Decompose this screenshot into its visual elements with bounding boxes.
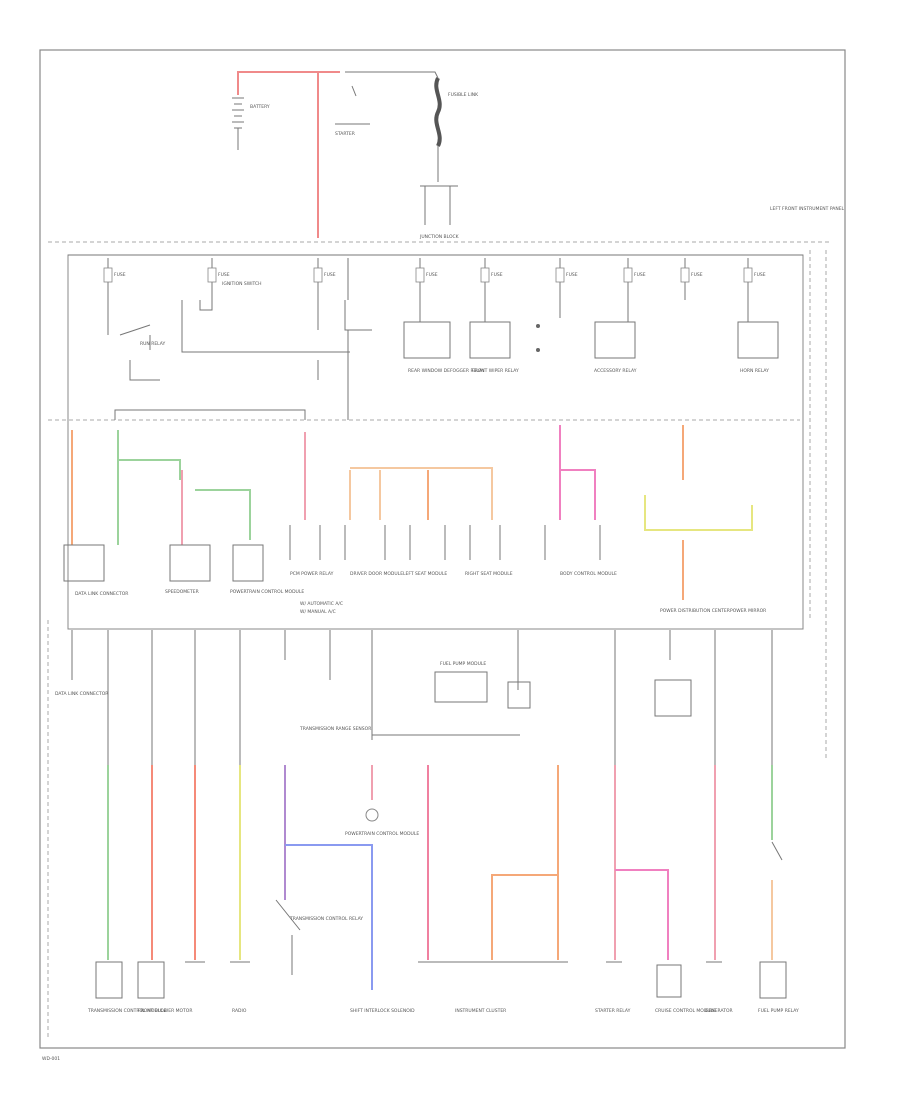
- driver-door-module-label: DRIVER DOOR MODULE: [350, 571, 403, 577]
- fuse-label: FUSE: [324, 272, 336, 278]
- accessory-relay-label: ACCESSORY RELAY: [594, 368, 637, 374]
- fusible-link-icon: [434, 77, 442, 182]
- pcm-label-2: POWERTRAIN CONTROL MODULE: [345, 831, 419, 837]
- horn-relay-label: HORN RELAY: [740, 368, 769, 374]
- front-wiper-relay-label: FRONT WIPER RELAY: [472, 368, 519, 374]
- fuse-label: FUSE: [566, 272, 578, 278]
- front-blower-label: FRONT BLOWER MOTOR: [138, 1008, 192, 1014]
- module-row-3: DATA LINK CONNECTOR TRANSMISSION RANGE S…: [55, 630, 799, 1014]
- fuse-label: FUSE: [754, 272, 766, 278]
- fuse-row-1: FUSE FUSE FUSE FUSE FUSE FUSE FUSE FUSE …: [103, 258, 779, 420]
- starter-label: STARTER: [335, 131, 355, 137]
- tcm-label: TRANSMISSION CONTROL MODULE: [87, 1008, 167, 1014]
- horn-relay-box: [737, 321, 779, 359]
- note-manual-ac: W/ MANUAL A/C: [300, 609, 336, 615]
- body-control-module-label: BODY CONTROL MODULE: [560, 571, 617, 577]
- starter-icon: [335, 85, 370, 125]
- fuse-label: FUSE: [491, 272, 503, 278]
- fuse-label: FUSE: [426, 272, 438, 278]
- ignition-switch-label: IGNITION SWITCH: [222, 281, 262, 287]
- power-mirror-label: POWER MIRROR: [730, 608, 766, 614]
- fusible-link-label: FUSIBLE LINK: [448, 92, 479, 98]
- front-wiper-relay-box: [469, 321, 511, 359]
- fuel-pump-module-label: FUEL PUMP MODULE: [440, 661, 486, 667]
- module-row-2: DATA LINK CONNECTOR SPEEDOMETER POWERTRA…: [63, 425, 766, 615]
- defogger-relay-box: [403, 321, 451, 359]
- left-panel-label: LEFT FRONT INSTRUMENT PANEL: [770, 206, 845, 212]
- battery-label: BATTERY: [250, 104, 270, 110]
- instrument-cluster-label: INSTRUMENT CLUSTER: [455, 1008, 506, 1014]
- pdc-label: POWER DISTRIBUTION CENTER: [660, 608, 730, 614]
- trs-label: TRANSMISSION RANGE SENSOR: [299, 726, 371, 732]
- speedometer-label: SPEEDOMETER: [165, 589, 199, 595]
- diagram-border: [39, 49, 846, 1049]
- fuse-label: FUSE: [114, 272, 126, 278]
- pcm-label: POWERTRAIN CONTROL MODULE: [230, 589, 304, 595]
- battery-icon: [232, 97, 244, 150]
- fuse-label: FUSE: [218, 272, 230, 278]
- footer-code: WD-001: [42, 1056, 60, 1062]
- fuel-pump-relay-label: FUEL PUMP RELAY: [758, 1008, 799, 1014]
- data-link-connector-label: DATA LINK CONNECTOR: [75, 591, 128, 597]
- accessory-relay-box: [594, 321, 636, 359]
- pcm-relay-label: PCM POWER RELAY: [290, 571, 334, 577]
- right-seat-module-label: RIGHT SEAT MODULE: [465, 571, 513, 577]
- power-source-section: BATTERY STARTER FUSIBLE LINK JUNCTION BL…: [232, 71, 845, 240]
- generator-label: GENERATOR: [705, 1008, 733, 1014]
- fuse-label: FUSE: [691, 272, 703, 278]
- dlc-label-2: DATA LINK CONNECTOR: [55, 691, 108, 697]
- tcr-label: TRANSMISSION CONTROL RELAY: [289, 916, 363, 922]
- radio-label: RADIO: [232, 1008, 247, 1014]
- shift-interlock-label: SHIFT INTERLOCK SOLENOID: [350, 1008, 415, 1014]
- note-automatic-ac: W/ AUTOMATIC A/C: [300, 601, 343, 607]
- fuse-label: FUSE: [634, 272, 646, 278]
- cruise-control-label: CRUISE CONTROL MODULE: [655, 1008, 716, 1014]
- left-seat-module-label: LEFT SEAT MODULE: [403, 571, 447, 577]
- starter-relay-label: STARTER RELAY: [595, 1008, 631, 1014]
- defogger-relay-label: REAR WINDOW DEFOGGER RELAY: [408, 368, 485, 374]
- junction-block-label: JUNCTION BLOCK: [419, 234, 460, 240]
- run-relay-label: RUN RELAY: [140, 341, 166, 347]
